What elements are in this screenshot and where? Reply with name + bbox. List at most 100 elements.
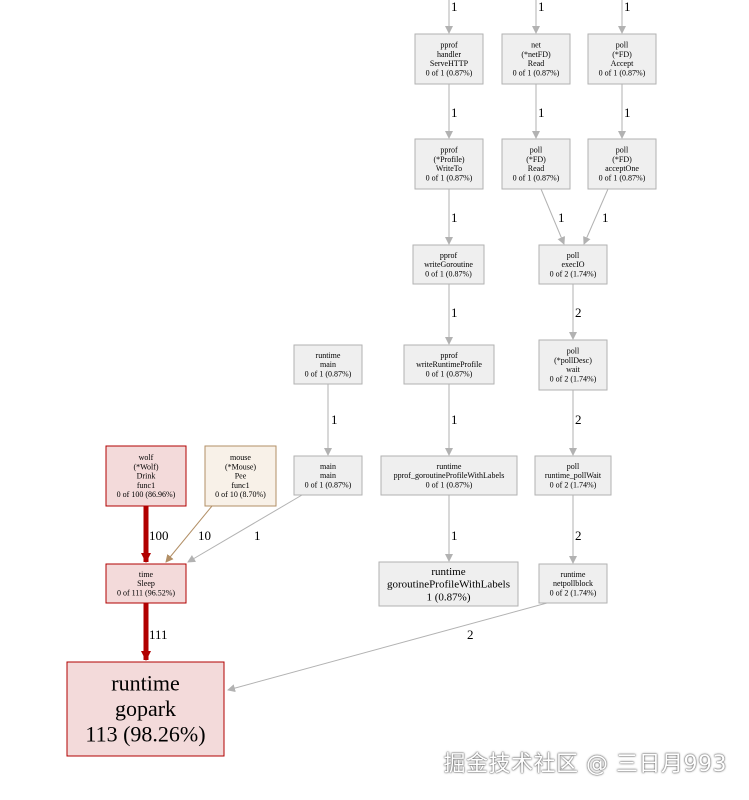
- edge-label: 1: [331, 412, 338, 427]
- edge-pprof_serve-to-pprof_writeto: 1: [445, 84, 458, 139]
- node-label-line: pprof: [440, 146, 458, 155]
- node-label-line: 0 of 1 (0.87%): [426, 480, 473, 489]
- node-label-line: Sleep: [137, 579, 155, 588]
- node-box: [538, 339, 608, 391]
- node-label-line: handler: [437, 50, 461, 59]
- node-label-line: WriteTo: [436, 164, 462, 173]
- node-label-line: 0 of 1 (0.87%): [426, 369, 473, 378]
- node-box: [105, 445, 187, 507]
- node-label-line: (*FD): [612, 50, 632, 59]
- node-box: [105, 563, 187, 604]
- node-label-line: Read: [528, 164, 544, 173]
- edge-entry-to-poll_accept: 1: [618, 0, 631, 34]
- edge-runtime_pgwl-to-runtime_gpwl: 1: [445, 495, 458, 562]
- node-label-line: wolf: [139, 453, 154, 462]
- node-label-line: runtime: [561, 570, 586, 579]
- edge-net_read-to-poll_read: 1: [532, 84, 545, 139]
- watermark: 掘金技术社区 @ 三日月993: [443, 752, 727, 777]
- edge-line: [540, 188, 565, 245]
- node-label-line: 0 of 100 (86.96%): [117, 490, 176, 499]
- node-label-line: 0 of 1 (0.87%): [305, 369, 352, 378]
- edge-line: [227, 602, 548, 693]
- node-label-line: net: [531, 41, 542, 50]
- node-label-line: Accept: [611, 59, 634, 68]
- edge-label: 1: [538, 0, 545, 14]
- node-label-line: Pee: [235, 472, 247, 481]
- node-label-line: pprof: [440, 41, 458, 50]
- edge-runtime_main-to-main_main: 1: [324, 384, 338, 456]
- node-runtime-pgwl: runtimepprof_goroutineProfileWithLabels0…: [380, 455, 518, 496]
- edge-label: 1: [254, 528, 261, 543]
- node-box: [501, 138, 571, 190]
- node-box: [293, 344, 363, 385]
- edge-entry-to-net_read: 1: [532, 0, 545, 34]
- node-box: [534, 455, 612, 496]
- node-label-line: (*Profile): [433, 155, 464, 164]
- edge-poll_read-to-poll_execio: 1: [540, 188, 565, 245]
- node-label-line: main: [320, 462, 336, 471]
- node-label-line: poll: [616, 41, 629, 50]
- node-label-line: 0 of 1 (0.87%): [599, 69, 646, 78]
- node-label-line: (*FD): [526, 155, 546, 164]
- node-label-line: (*pollDesc): [554, 356, 592, 365]
- edge-label: 2: [575, 305, 582, 320]
- edge-poll_accept-to-poll_acceptone: 1: [618, 84, 631, 139]
- node-label-line: 0 of 1 (0.87%): [599, 174, 646, 183]
- edge-poll_execio-to-poll_wait: 2: [569, 284, 582, 340]
- edge-poll_wait-to-poll_runtime_wait: 2: [569, 390, 582, 456]
- node-label-line: main: [320, 360, 336, 369]
- edge-label: 1: [624, 105, 631, 120]
- node-label-line: pprof: [440, 251, 458, 260]
- node-box: [587, 138, 657, 190]
- edge-label: 1: [451, 412, 458, 427]
- node-label-line: (*Wolf): [133, 462, 158, 471]
- node-box: [293, 455, 363, 496]
- node-label-line: 0 of 1 (0.87%): [426, 69, 473, 78]
- node-box: [380, 455, 518, 496]
- edge-poll_runtime_wait-to-runtime_netpollblock: 2: [569, 495, 582, 564]
- node-label-line: pprof: [440, 351, 458, 360]
- node-label-line: mouse: [230, 453, 251, 462]
- node-label-line: (*netFD): [521, 50, 551, 59]
- node-label-line: poll: [567, 251, 580, 260]
- node-box: [414, 33, 484, 85]
- edge-wolf-to-time_sleep: 100: [141, 506, 169, 563]
- node-label-line: runtime: [431, 566, 465, 578]
- node-label-line: 0 of 1 (0.87%): [513, 69, 560, 78]
- edge-label: 10: [198, 528, 211, 543]
- node-label-line: netpollblock: [553, 579, 593, 588]
- node-label-line: main: [320, 471, 336, 480]
- node-label-line: wait: [566, 365, 581, 374]
- node-box: [66, 661, 225, 757]
- node-label-line: 1 (0.87%): [427, 591, 471, 603]
- edge-runtime_netpollblock-to-runtime_gopark: 2: [227, 602, 548, 693]
- edge-label: 2: [467, 627, 474, 642]
- edge-line: [165, 505, 213, 563]
- node-label-line: runtime_pollWait: [545, 471, 602, 480]
- node-box: [587, 33, 657, 85]
- node-label-line: (*FD): [612, 155, 632, 164]
- node-box: [501, 33, 571, 85]
- node-label-line: 0 of 1 (0.87%): [426, 174, 473, 183]
- edge-label: 2: [575, 412, 582, 427]
- node-label-line: execIO: [561, 260, 584, 269]
- edge-line: [583, 188, 609, 245]
- node-label-line: poll: [567, 462, 580, 471]
- node-label-line: goroutineProfileWithLabels: [387, 579, 510, 591]
- edge-main_main-to-time_sleep: 1: [187, 494, 303, 563]
- node-box: [403, 344, 495, 385]
